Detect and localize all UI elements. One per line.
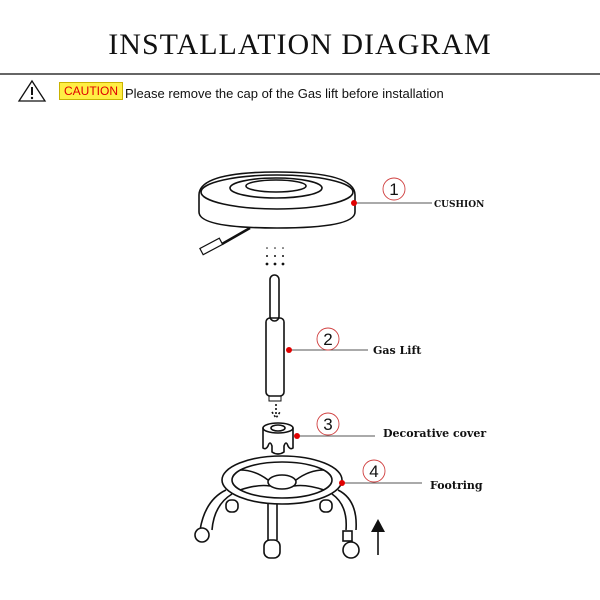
caution-badge: CAUTION (59, 82, 123, 100)
label-cushion: CUSHION (434, 200, 484, 210)
page-title: INSTALLATION DIAGRAM (108, 28, 492, 61)
divider (0, 73, 600, 75)
gas-lift-drawing (265, 274, 285, 420)
warning-triangle-icon (17, 79, 47, 102)
callout-number-1: 1 (389, 180, 398, 199)
caution-message: Please remove the cap of the Gas lift be… (125, 86, 444, 101)
up-arrow-icon (371, 519, 385, 555)
label-footring: Footring (430, 479, 483, 492)
decorative-cover-drawing (262, 422, 294, 455)
callout-number-4: 4 (369, 462, 378, 481)
label-gas-lift: Gas Lift (373, 344, 422, 357)
callout-number-3: 3 (323, 415, 332, 434)
label-decorative-cover: Decorative cover (383, 427, 486, 440)
callout-number-2: 2 (323, 330, 332, 349)
cushion-drawing (198, 171, 356, 256)
alignment-dots (265, 247, 285, 266)
footring-base-drawing (194, 455, 360, 559)
